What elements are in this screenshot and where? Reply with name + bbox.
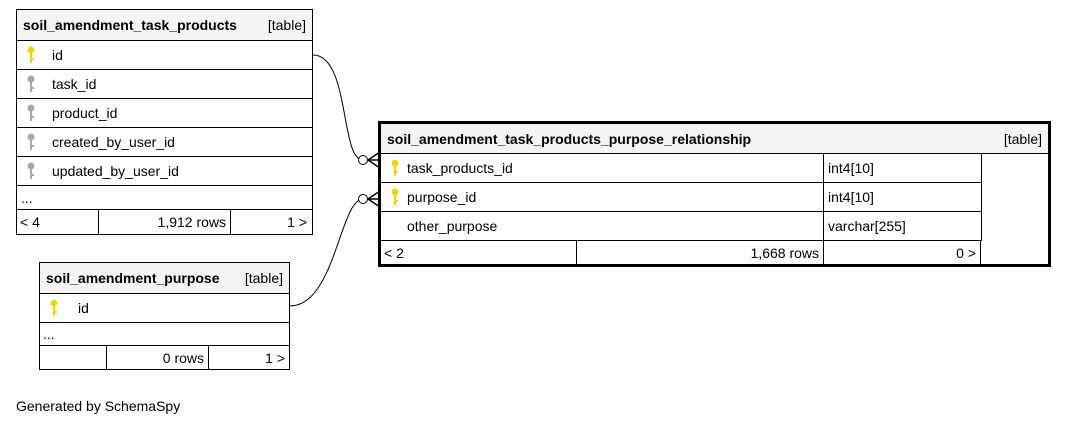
foreign-key-icon (27, 162, 35, 179)
table-footer: 0 rows 1 > (40, 346, 289, 369)
foreign-key-icon (27, 133, 35, 150)
column-type: int4[10] (828, 189, 874, 205)
primary-key-icon (50, 299, 58, 316)
children-link[interactable]: 1 > (265, 349, 285, 366)
foreign-key-icon (27, 75, 35, 92)
parents-link[interactable]: < 2 (381, 241, 577, 265)
table-soil-amendment-task-products-purpose-relationship[interactable]: soil_amendment_task_products_purpose_rel… (378, 121, 1051, 267)
table-kind: [table] (267, 17, 306, 33)
table-kind: [table] (244, 270, 283, 286)
table-soil-amendment-purpose[interactable]: soil_amendment_purpose [table] id ... 0 … (39, 262, 290, 370)
connector-purpose-end (358, 194, 368, 204)
more-columns-row: ... (17, 186, 312, 210)
table-kind: [table] (1003, 130, 1042, 147)
column-row: updated_by_user_id (17, 157, 312, 186)
row-count: 1,912 rows (99, 210, 231, 234)
column-row: other_purpose varchar[255] (381, 212, 982, 241)
column-row: purpose_id int4[10] (381, 183, 982, 212)
primary-key-icon (27, 46, 35, 63)
column-name: created_by_user_id (52, 134, 175, 150)
table-name: soil_amendment_task_products (23, 17, 237, 33)
column-row: task_id (17, 70, 312, 99)
primary-key-icon (391, 159, 399, 176)
more-columns: ... (21, 189, 33, 206)
table-soil-amendment-task-products[interactable]: soil_amendment_task_products [table] id … (16, 9, 313, 235)
column-type: int4[10] (828, 160, 874, 176)
table-header: soil_amendment_task_products_purpose_rel… (381, 124, 1048, 154)
generated-by-label: Generated by SchemaSpy (16, 398, 181, 414)
column-name: product_id (52, 105, 118, 121)
parents-link[interactable]: < 4 (17, 210, 99, 234)
column-row: product_id (17, 99, 312, 128)
connector-task-products (312, 54, 364, 161)
foreign-key-icon (27, 104, 35, 121)
column-name: purpose_id (407, 189, 477, 205)
column-name: id (52, 47, 63, 63)
row-count: 1,668 rows (577, 241, 824, 265)
more-columns: ... (43, 326, 55, 342)
table-name: soil_amendment_task_products_purpose_rel… (387, 130, 752, 147)
table-footer: < 2 1,668 rows 0 > (381, 241, 981, 265)
column-name: id (78, 300, 89, 316)
column-name: task_products_id (407, 160, 513, 176)
column-type: varchar[255] (828, 218, 906, 234)
children-link[interactable]: 0 > (956, 245, 976, 261)
table-header: soil_amendment_task_products [table] (17, 10, 312, 41)
connector-task-products-end (358, 155, 368, 165)
table-footer: < 4 1,912 rows 1 > (17, 210, 312, 234)
column-name: other_purpose (407, 218, 498, 234)
column-row: id (17, 41, 312, 70)
column-row: created_by_user_id (17, 128, 312, 157)
children-link[interactable]: 1 > (287, 214, 307, 230)
table-name: soil_amendment_purpose (46, 270, 220, 286)
column-name: updated_by_user_id (52, 163, 179, 179)
table-header: soil_amendment_purpose [table] (40, 263, 289, 294)
column-row: task_products_id int4[10] (381, 154, 982, 183)
connector-purpose (289, 198, 364, 307)
more-columns-row: ... (40, 323, 289, 346)
column-name: task_id (52, 76, 97, 92)
parents-link[interactable] (40, 346, 107, 369)
column-row: id (40, 294, 289, 323)
row-count: 0 rows (107, 346, 209, 369)
primary-key-icon (391, 188, 399, 205)
